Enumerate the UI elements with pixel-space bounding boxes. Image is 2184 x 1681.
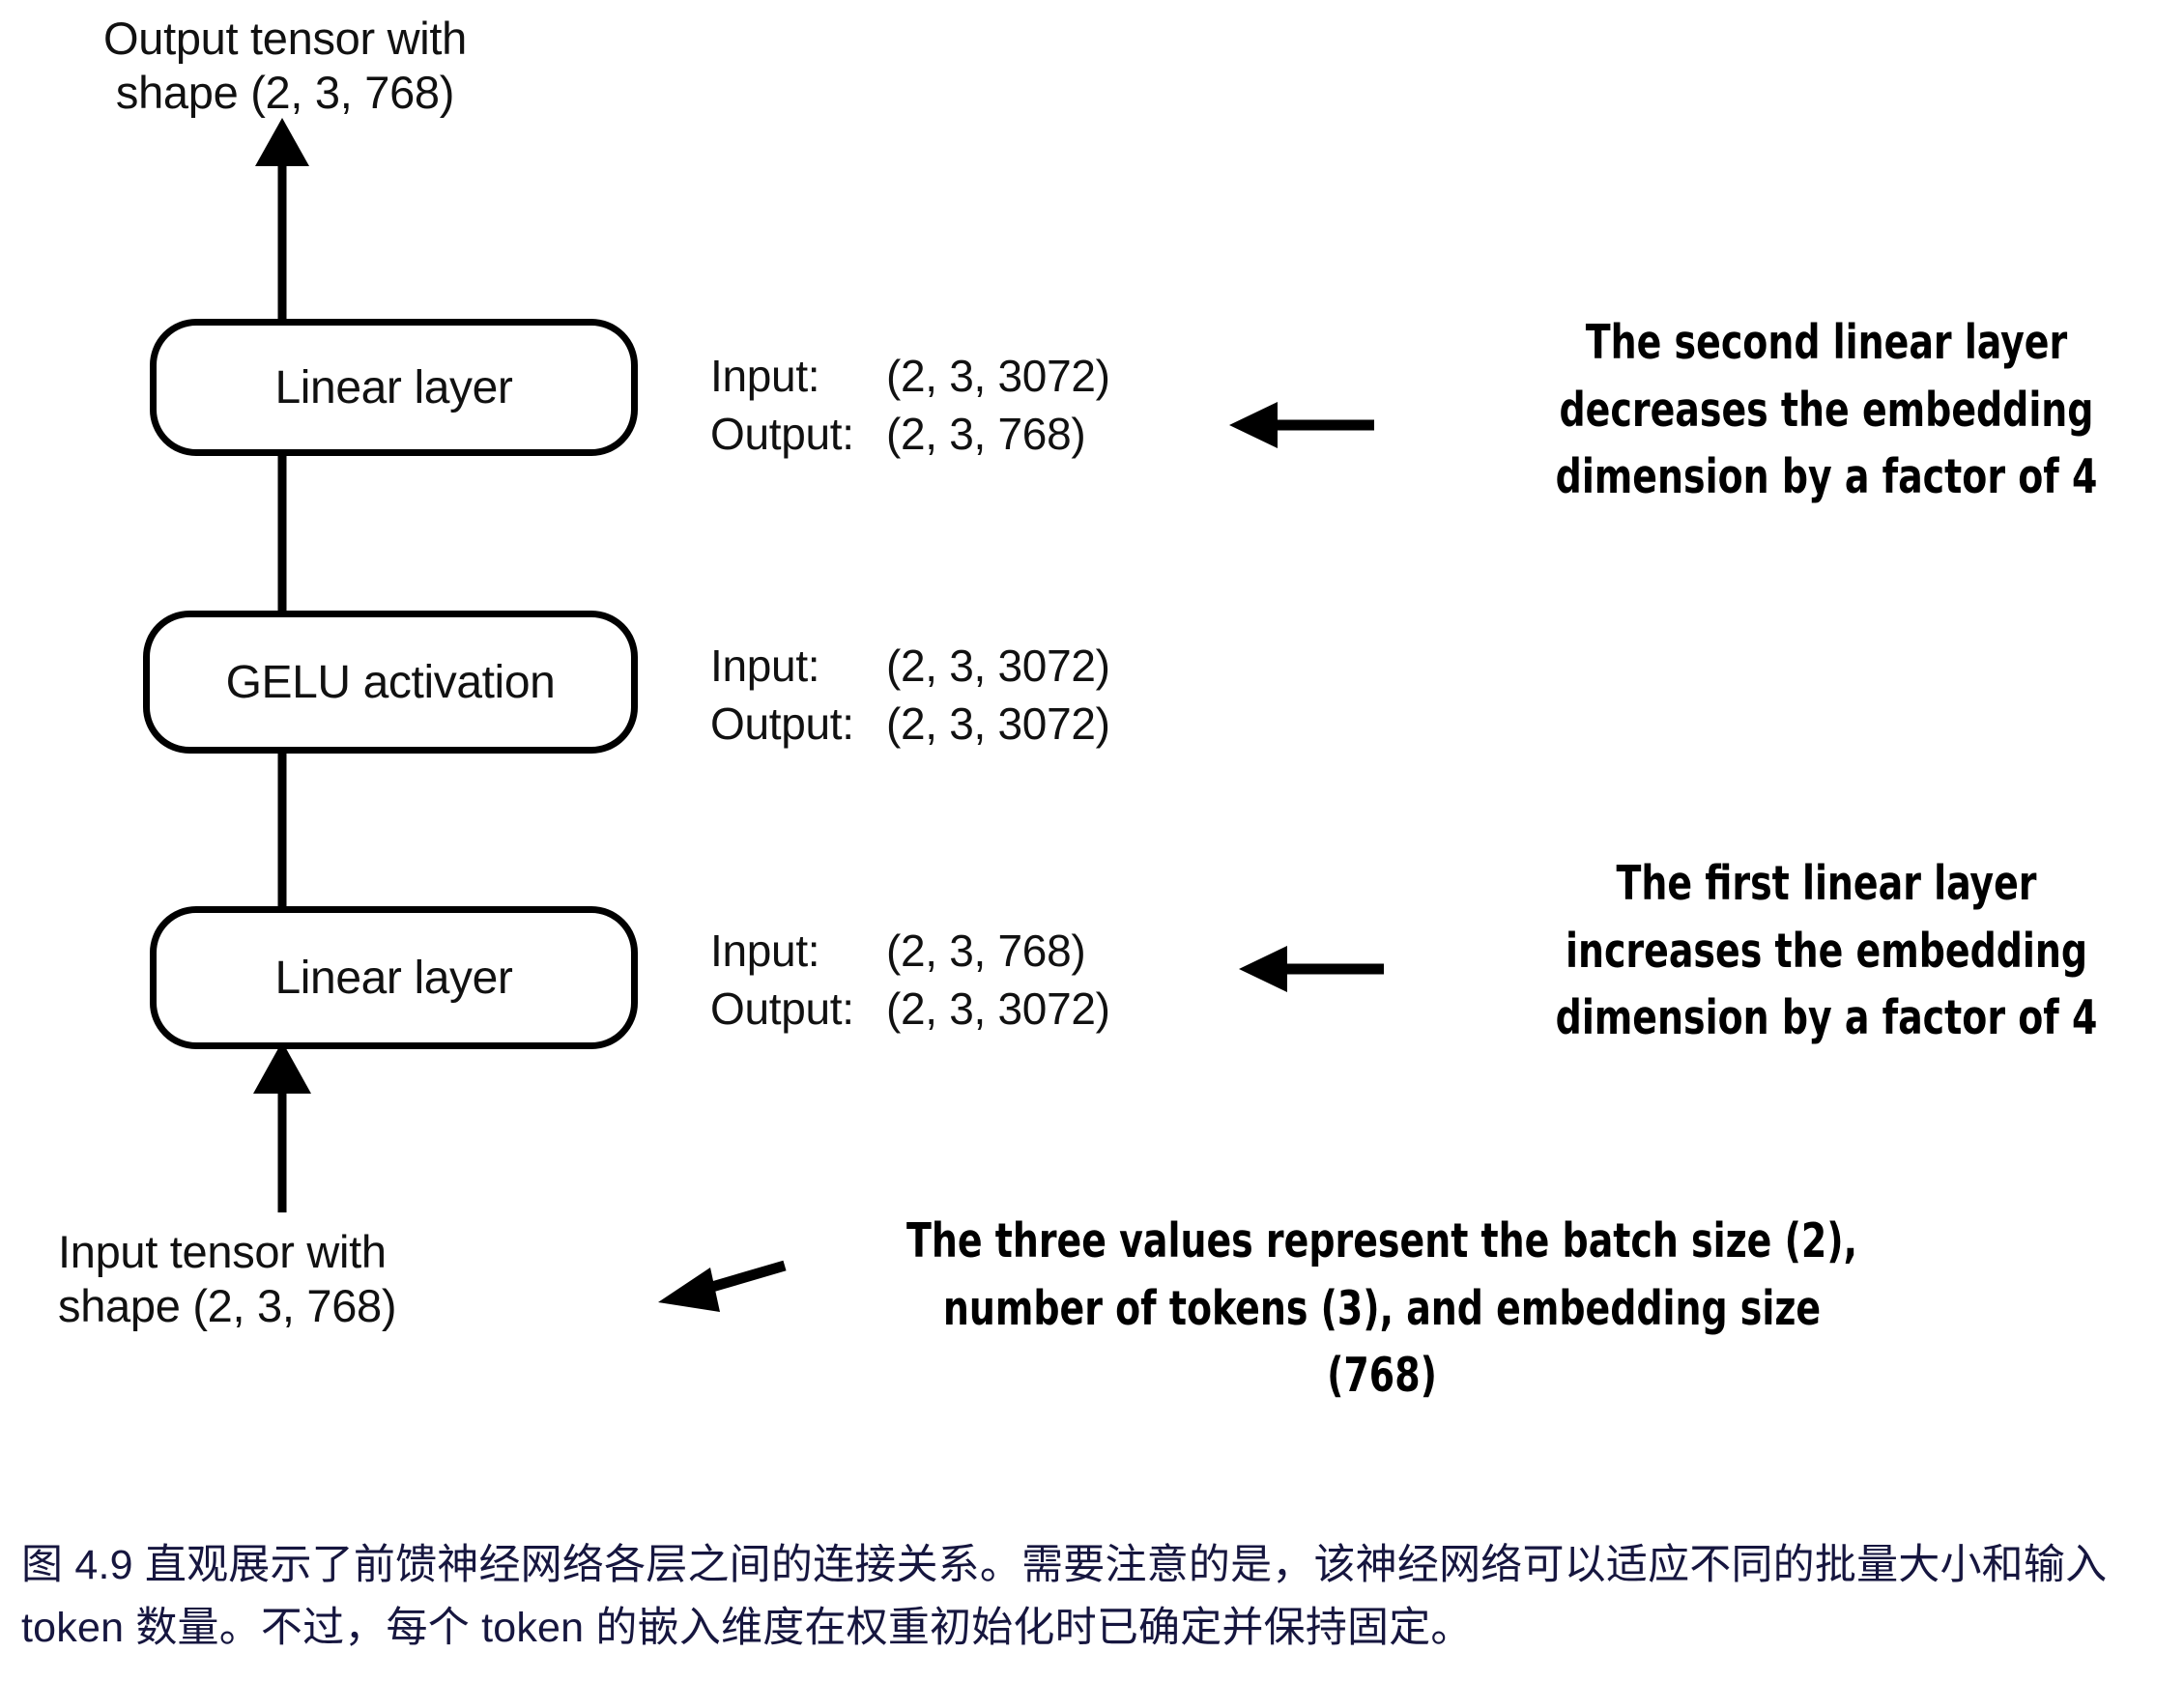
io-input-key: Input: <box>710 351 820 401</box>
node-linear-layer-2[interactable]: Linear layer <box>150 319 638 456</box>
io-output-key: Output: <box>710 408 854 459</box>
io-input-row: Input: (2, 3, 3072) <box>710 348 1110 406</box>
input-tensor-label: Input tensor with shape (2, 3, 768) <box>58 1226 397 1332</box>
io-spec-linear-layer-1: Input: (2, 3, 768) Output: (2, 3, 3072) <box>710 923 1110 1039</box>
io-output-value: (2, 3, 768) <box>886 408 1086 459</box>
annotation-three-values: The three values represent the batch siz… <box>905 1213 1858 1404</box>
node-linear-layer-1[interactable]: Linear layer <box>150 906 638 1049</box>
pointer-arrow-second-linear <box>1229 402 1374 448</box>
io-input-key: Input: <box>710 641 820 691</box>
io-input-row: Input: (2, 3, 768) <box>710 923 1110 981</box>
output-tensor-label: Output tensor with shape (2, 3, 768) <box>102 13 468 119</box>
node-linear-layer-2-label: Linear layer <box>274 361 513 413</box>
flow-arrow-to-output <box>255 118 309 319</box>
annotation-second-linear-layer: The second linear layer decreases the em… <box>1555 315 2098 505</box>
node-gelu-activation[interactable]: GELU activation <box>143 611 638 754</box>
io-output-value: (2, 3, 3072) <box>886 983 1110 1034</box>
flow-arrow-input-to-linear1 <box>253 1041 311 1212</box>
pointer-arrow-first-linear <box>1239 946 1384 992</box>
io-output-row: Output: (2, 3, 768) <box>710 406 1110 464</box>
io-input-value: (2, 3, 768) <box>886 926 1086 976</box>
io-spec-linear-layer-2: Input: (2, 3, 3072) Output: (2, 3, 768) <box>710 348 1110 464</box>
io-input-value: (2, 3, 3072) <box>886 351 1110 401</box>
node-linear-layer-1-label: Linear layer <box>274 952 513 1004</box>
io-output-row: Output: (2, 3, 3072) <box>710 981 1110 1039</box>
io-input-row: Input: (2, 3, 3072) <box>710 638 1110 696</box>
io-output-key: Output: <box>710 698 854 749</box>
pointer-arrow-three-values <box>658 1260 787 1312</box>
figure-caption: 图 4.9 直观展示了前馈神经网络各层之间的连接关系。需要注意的是，该神经网络可… <box>21 1542 2108 1652</box>
io-input-key: Input: <box>710 926 820 976</box>
io-output-row: Output: (2, 3, 3072) <box>710 696 1110 754</box>
io-output-value: (2, 3, 3072) <box>886 698 1110 749</box>
annotation-first-linear-layer: The first linear layer increases the emb… <box>1555 856 2098 1046</box>
io-input-value: (2, 3, 3072) <box>886 641 1110 691</box>
io-output-key: Output: <box>710 983 854 1034</box>
node-gelu-activation-label: GELU activation <box>225 656 556 708</box>
io-spec-gelu-activation: Input: (2, 3, 3072) Output: (2, 3, 3072) <box>710 638 1110 754</box>
